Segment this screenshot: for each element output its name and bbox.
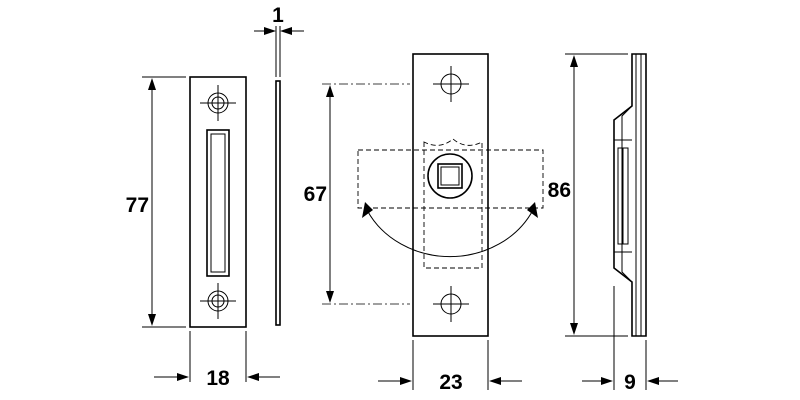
dimension-9: 9: [582, 286, 678, 394]
rotation-arc: [362, 202, 538, 258]
latch-faceplate-outline: [412, 53, 489, 337]
dimension-label-23: 23: [439, 371, 462, 394]
dimension-label-67: 67: [304, 183, 327, 206]
dimension-86: 86: [548, 53, 628, 337]
dimension-label-18: 18: [206, 367, 230, 390]
dimension-18: 18: [154, 331, 280, 390]
dimension-label-77: 77: [126, 194, 149, 217]
latch-front-view: [357, 53, 544, 337]
strike-plate-slot: [206, 129, 230, 277]
strike-plate-top-screw-hole: [200, 85, 236, 121]
latch-spindle-follower: [427, 153, 473, 199]
dimension-23: 23: [378, 340, 522, 394]
latch-bottom-screw-hole: [433, 286, 469, 322]
strike-plate-side-view: [275, 80, 281, 326]
latch-hidden-body: [357, 138, 544, 269]
dimension-1: 1: [254, 4, 304, 77]
dimension-67: 67: [304, 83, 410, 305]
strike-plate-front-view: [189, 76, 247, 328]
dimension-label-9: 9: [624, 371, 636, 394]
dimension-77: 77: [126, 76, 186, 328]
dimension-label-1: 1: [272, 4, 284, 27]
latch-top-screw-hole: [433, 66, 469, 102]
latch-side-view: [613, 53, 647, 337]
strike-plate-outline: [189, 76, 247, 328]
dimension-label-86: 86: [548, 179, 571, 202]
strike-plate-bottom-screw-hole: [200, 283, 236, 319]
